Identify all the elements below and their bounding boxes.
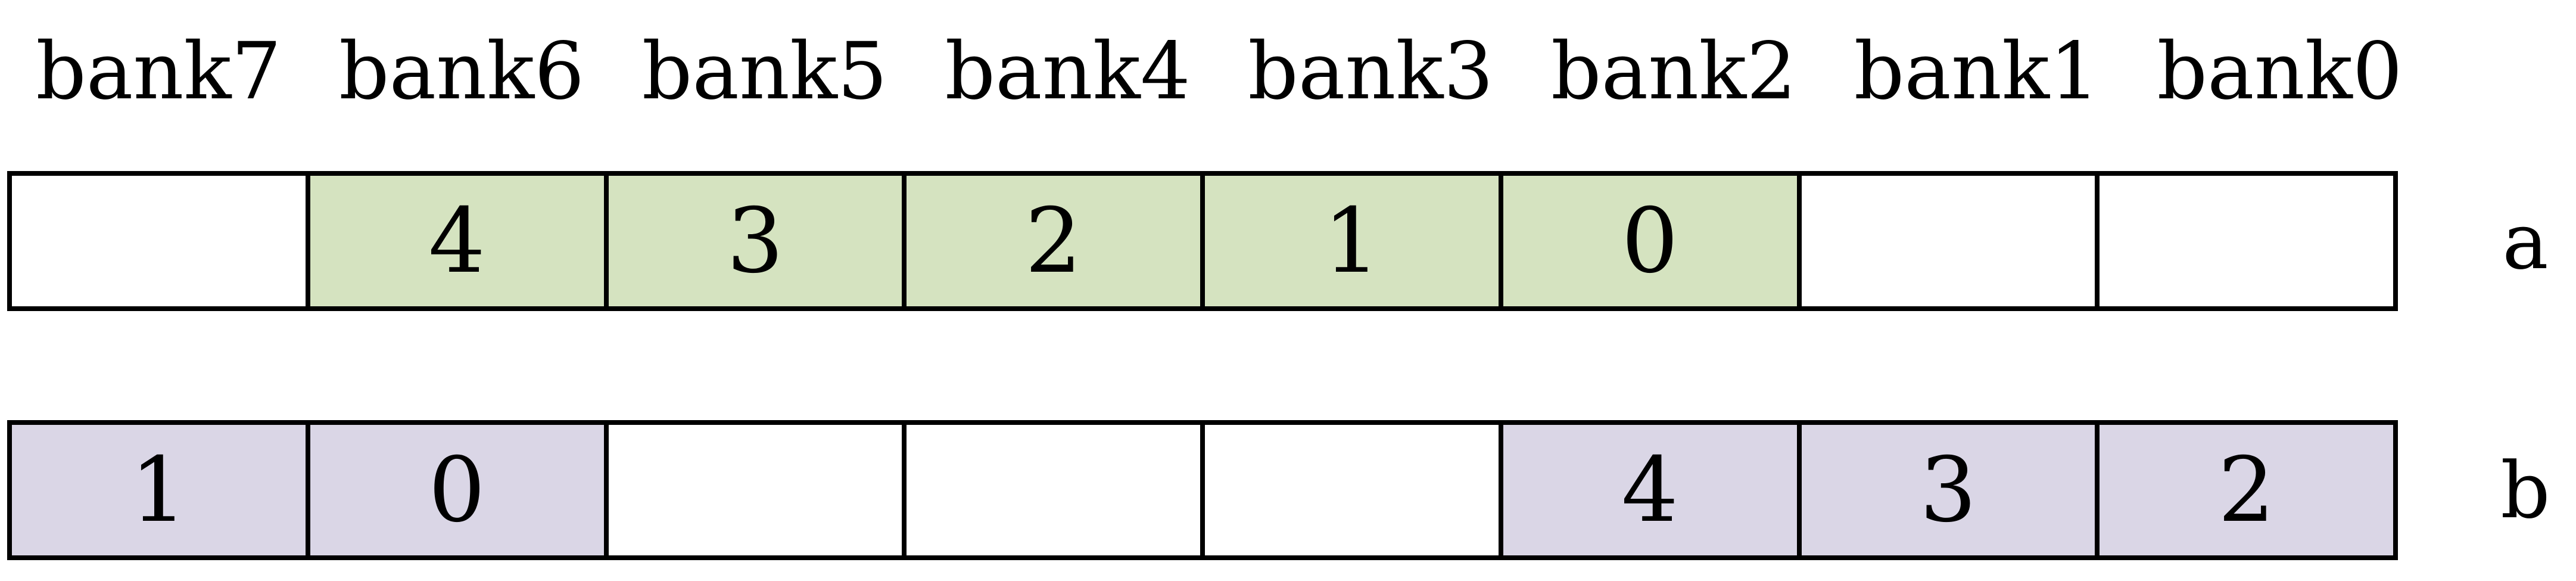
row-label-a: a bbox=[2502, 195, 2549, 287]
row-a-cell-bank1 bbox=[1796, 171, 2100, 311]
row-b-cell-bank7: 1 bbox=[7, 420, 310, 560]
row-a-cell-bank0 bbox=[2095, 171, 2398, 311]
bank-label-bank4: bank4 bbox=[945, 26, 1191, 117]
row-a-cell-bank6: 4 bbox=[305, 171, 609, 311]
row-a-cell-bank7 bbox=[7, 171, 310, 311]
row-label-b: b bbox=[2500, 445, 2550, 536]
bank-label-bank3: bank3 bbox=[1248, 26, 1494, 117]
row-a-cell-bank2: 0 bbox=[1498, 171, 1802, 311]
bank-label-bank7: bank7 bbox=[36, 26, 282, 117]
array-row-a: 4 3 2 1 0 bbox=[7, 171, 2431, 311]
bank-label-bank1: bank1 bbox=[1854, 26, 2100, 117]
row-b-cell-bank1: 3 bbox=[1796, 420, 2100, 560]
row-b-cell-bank3 bbox=[1200, 420, 1503, 560]
bank-label-bank0: bank0 bbox=[2157, 26, 2403, 117]
row-b-cell-bank2: 4 bbox=[1498, 420, 1802, 560]
row-a-cell-bank3: 1 bbox=[1200, 171, 1503, 311]
bank-label-bank2: bank2 bbox=[1551, 26, 1797, 117]
bank-label-bank5: bank5 bbox=[641, 26, 887, 117]
array-row-b: 1 0 4 3 2 bbox=[7, 420, 2431, 560]
row-b-cell-bank6: 0 bbox=[305, 420, 609, 560]
row-b-cell-bank0: 2 bbox=[2095, 420, 2398, 560]
row-b-cell-bank4 bbox=[902, 420, 1205, 560]
bank-header-row: bank7 bank6 bank5 bank4 bank3 bank2 bank… bbox=[7, 18, 2431, 125]
row-b-cell-bank5 bbox=[603, 420, 907, 560]
row-a-cell-bank5: 3 bbox=[603, 171, 907, 311]
bank-label-bank6: bank6 bbox=[339, 26, 585, 117]
row-a-cell-bank4: 2 bbox=[902, 171, 1205, 311]
